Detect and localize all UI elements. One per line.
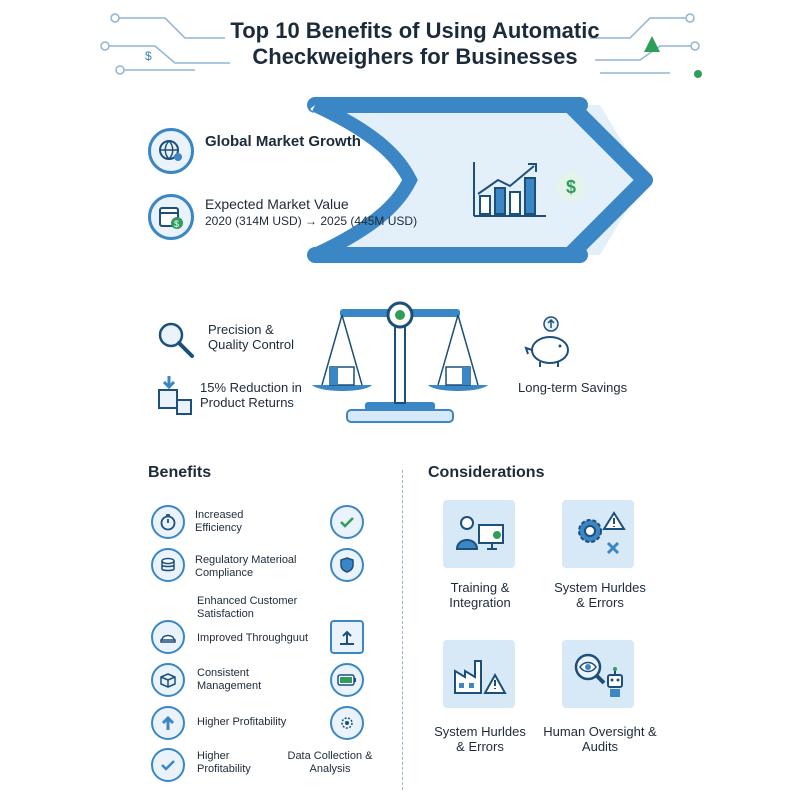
gear-brain-icon — [330, 706, 364, 740]
factory-warning-icon — [454, 660, 507, 694]
training-integration-tile — [443, 500, 515, 568]
calendar-dollar-icon: $ — [148, 194, 194, 240]
throughput-up-icon — [330, 620, 364, 654]
human-oversight-tile — [562, 640, 634, 708]
long-term-savings-label: Long-term Savings — [518, 380, 628, 395]
consideration-system-hurdles-2: System Hurldes & Errors — [434, 724, 526, 754]
dollar-coin-icon: $ — [556, 172, 586, 202]
stopwatch-icon — [151, 505, 185, 539]
returns-reduction-label: 15% Reduction in Product Returns — [200, 380, 302, 410]
benefits-heading: Benefits — [148, 464, 212, 481]
precision-quality-label: Precision & Quality Control — [208, 322, 294, 352]
title-line-1: Top 10 Benefits of Using Automatic — [230, 18, 600, 43]
balance-scale-icon — [312, 301, 488, 423]
consideration-training-integration: Training & Integration — [449, 580, 511, 610]
circuit-decoration-right — [590, 13, 702, 78]
svg-text:$: $ — [174, 219, 179, 229]
market-value-detail: 2020 (314M USD) → 2025 (445M USD) — [205, 214, 418, 228]
benefit-regulatory-compliance: Regulatory Materioal Compliance — [195, 554, 297, 579]
bar-chart-icon — [473, 162, 546, 217]
check-circle-icon — [151, 748, 185, 782]
growth-arrow — [307, 97, 653, 263]
magnifier-robot-icon — [574, 653, 623, 697]
benefit-increased-efficiency: Increased Efficiency — [195, 509, 244, 534]
battery-icon — [330, 663, 364, 697]
profit-up-arrow-icon — [151, 706, 185, 740]
consideration-system-hurdles-1: System Hurldes & Errors — [554, 580, 646, 610]
benefit-consistent-management: Consistent Management — [197, 667, 262, 692]
system-hurdles-tile-1 — [562, 500, 634, 568]
box-icon — [151, 663, 185, 697]
system-hurdles-tile-2 — [443, 640, 515, 708]
benefit-higher-profitability-1: Higher Profitability — [197, 716, 287, 728]
title-line-2: Checkweighers for Businesses — [252, 44, 578, 69]
svg-text:$: $ — [145, 49, 152, 63]
benefit-data-collection: Data Collection & Analysis — [287, 750, 373, 775]
globe-gear-icon — [148, 128, 194, 174]
benefit-customer-satisfaction: Enhanced Customer Satisfaction — [197, 595, 298, 620]
page-title: Top 10 Benefits of Using Automatic Check… — [200, 18, 630, 70]
hard-hat-icon — [151, 620, 185, 654]
trainer-computer-icon — [455, 516, 504, 550]
coins-icon — [151, 548, 185, 582]
circuit-decoration-left: $ — [100, 13, 230, 75]
magnifier-icon — [158, 322, 194, 358]
section-divider — [402, 470, 403, 790]
shield-icon — [330, 548, 364, 582]
gear-warning-icon — [578, 511, 626, 555]
benefit-improved-throughput: Improved Throughguut — [197, 632, 309, 644]
expected-market-value-label: Expected Market Value — [205, 196, 349, 212]
consideration-human-oversight: Human Oversight & Audits — [543, 724, 657, 754]
piggy-bank-icon — [524, 316, 569, 367]
global-market-growth-label: Global Market Growth — [205, 133, 361, 150]
checkmark-icon — [330, 505, 364, 539]
benefit-higher-profitability-2: Higher Profitability — [197, 750, 251, 775]
considerations-heading: Considerations — [428, 464, 545, 481]
boxes-down-arrow-icon — [158, 376, 192, 415]
